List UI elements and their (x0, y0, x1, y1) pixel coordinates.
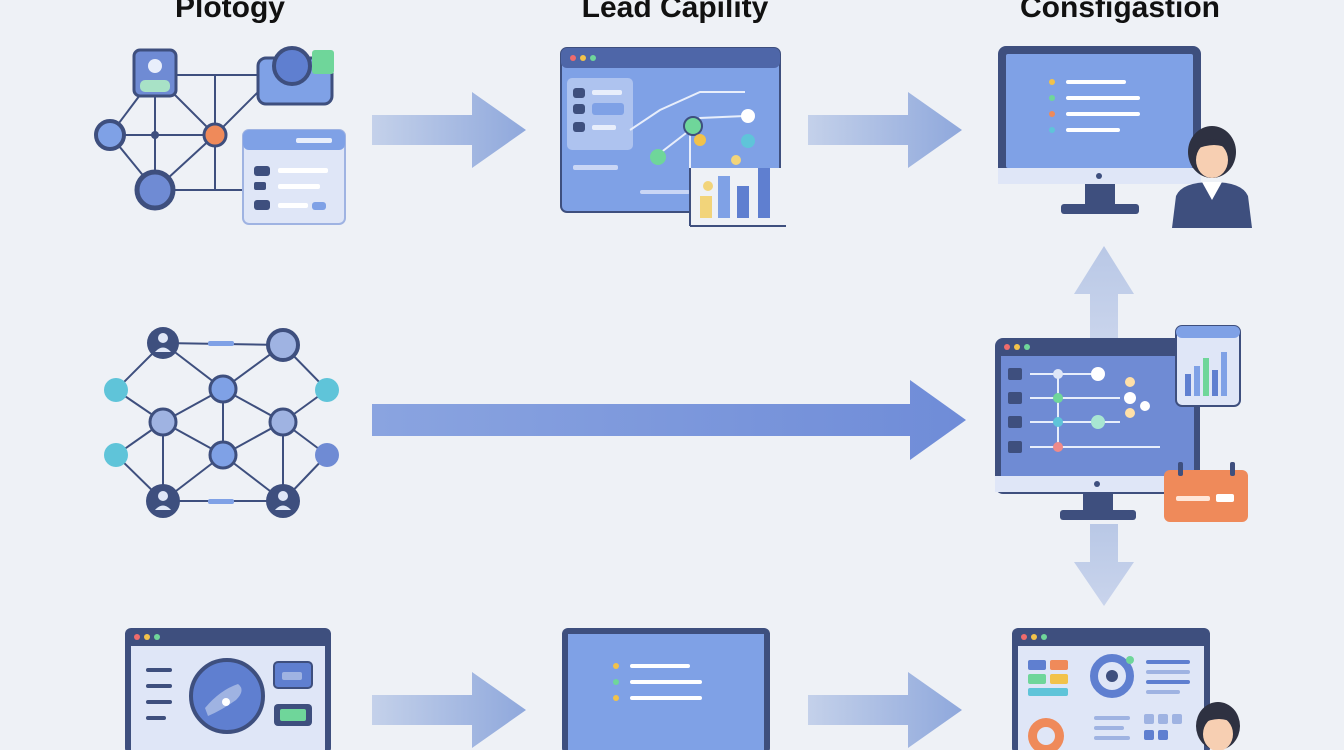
arrow-row1-b (808, 92, 962, 168)
arrow-up (1074, 246, 1134, 338)
arrow-row1-a (372, 92, 526, 168)
network-graph-illustration (104, 327, 339, 518)
laptop-screen-illustration (562, 628, 770, 750)
arrow-row2-long (372, 380, 966, 460)
arrow-row3-b (808, 672, 962, 748)
dashboard-illustration (560, 47, 786, 227)
arrow-row3-a (372, 672, 526, 748)
flow-monitor-illustration (995, 325, 1248, 522)
arrow-down (1074, 524, 1134, 606)
monitor-person-illustration (998, 46, 1252, 228)
column-title-plotogy: Plotogy (175, 0, 285, 24)
column-title-consfigastion: Consfigastion (1020, 0, 1220, 24)
analytics-dashboard-illustration (1012, 628, 1240, 750)
browser-window-illustration (125, 628, 331, 750)
network-cards-illustration (94, 46, 346, 225)
column-title-lead-capility: Lead Capility (581, 0, 769, 24)
